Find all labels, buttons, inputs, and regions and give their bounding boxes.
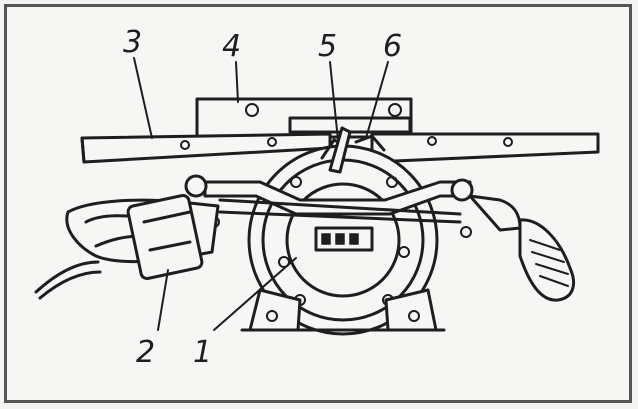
callout-2: 2 <box>136 335 155 370</box>
guide-plate <box>195 97 413 139</box>
cutter-head <box>314 226 374 252</box>
rear-handle <box>65 193 220 281</box>
power-cord <box>34 260 102 300</box>
callout-1: 1 <box>193 335 212 370</box>
planer-table <box>80 132 600 164</box>
callout-6: 6 <box>383 29 402 64</box>
callout-3: 3 <box>123 25 142 60</box>
leader-lines <box>133 57 389 331</box>
front-knob <box>468 194 575 302</box>
callout-4: 4 <box>222 29 241 64</box>
knife-blades <box>320 126 386 174</box>
frame-bar <box>184 174 474 238</box>
callout-5: 5 <box>318 29 337 64</box>
